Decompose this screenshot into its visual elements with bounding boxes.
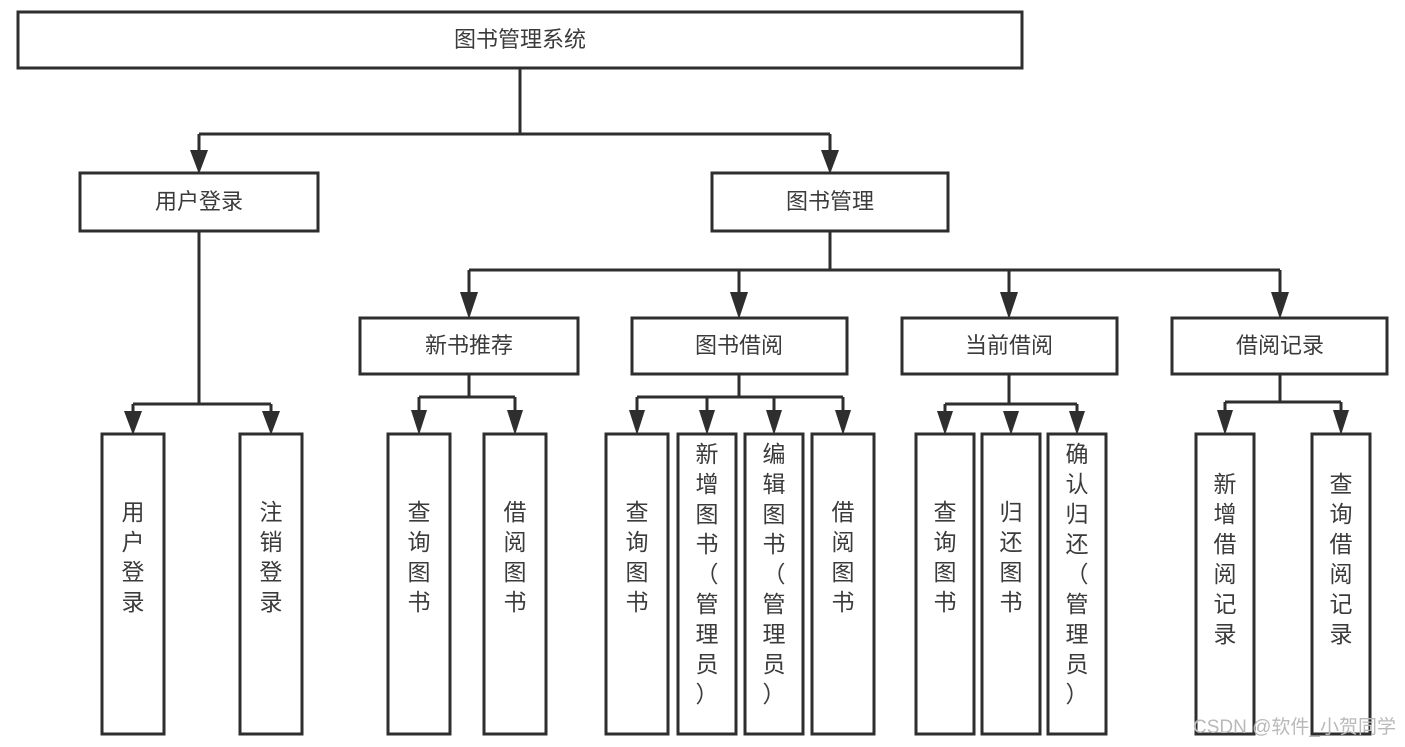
leaf-add-book-box[interactable]	[676, 432, 738, 736]
node-user-login-box[interactable]	[78, 171, 320, 233]
node-book-borrow[interactable]: 图书借阅	[630, 316, 849, 376]
node-new-book-recommend-box[interactable]	[358, 316, 580, 376]
node-book-manage-box[interactable]	[710, 171, 950, 233]
node-current-borrow-label: 当前借阅	[965, 333, 1053, 358]
node-borrow-record-box[interactable]	[1170, 316, 1389, 376]
leaf-query-book-1-label: 查询图书	[408, 499, 431, 615]
leaf-user-logout-label: 注销登录	[260, 499, 283, 615]
leaf-borrow-book-2[interactable]: 借阅图书	[810, 432, 876, 736]
leaf-edit-book-label: 编辑图书（管理员）	[763, 441, 786, 707]
leaf-query-book-2-label: 查询图书	[626, 499, 649, 615]
node-root-box[interactable]	[16, 10, 1024, 70]
node-current-borrow[interactable]: 当前借阅	[900, 316, 1119, 376]
leaf-edit-book-box[interactable]	[743, 432, 805, 736]
leaf-confirm-return-box[interactable]	[1046, 432, 1108, 736]
leaf-borrow-book-2-box[interactable]	[810, 432, 876, 736]
node-book-borrow-box[interactable]	[630, 316, 849, 376]
leaf-query-book-3[interactable]: 查询图书	[914, 432, 976, 736]
arrow-head-leaf-query-record	[1333, 410, 1349, 435]
arrow-head-leaf-query-book-2	[629, 410, 645, 435]
leaf-add-book-label: 新增图书（管理员）	[696, 441, 719, 707]
arrow-head-leaf-return-book	[1003, 411, 1019, 435]
watermark-label: CSDN @软件_小贺同学	[1193, 716, 1396, 738]
leaf-add-record-label: 新增借阅记录	[1214, 471, 1237, 647]
arrow-head-book-manage	[821, 150, 839, 174]
node-new-book-recommend-label: 新书推荐	[425, 333, 513, 358]
arrow-head-new-book-recommend	[460, 292, 478, 319]
node-root-label: 图书管理系统	[454, 27, 586, 52]
leaf-borrow-book-1-box[interactable]	[482, 432, 548, 736]
arrow-head-borrow-record	[1271, 292, 1289, 319]
leaf-user-login-label: 用户登录	[122, 499, 145, 615]
arrow-head-leaf-user-login	[124, 411, 142, 435]
leaf-borrow-book-2-label: 借阅图书	[832, 499, 855, 615]
leaf-borrow-book-1-label: 借阅图书	[504, 499, 527, 615]
leaf-query-book-3-box[interactable]	[914, 432, 976, 736]
leaf-query-book-1[interactable]: 查询图书	[386, 432, 452, 736]
node-user-login-label: 用户登录	[155, 189, 243, 214]
leaf-user-logout[interactable]: 注销登录	[238, 432, 304, 736]
node-current-borrow-box[interactable]	[900, 316, 1119, 376]
leaf-add-record[interactable]: 新增借阅记录	[1194, 432, 1256, 736]
leaf-user-login[interactable]: 用户登录	[100, 432, 166, 736]
leaf-query-record[interactable]: 查询借阅记录	[1310, 432, 1372, 736]
leaf-borrow-book-1[interactable]: 借阅图书	[482, 432, 548, 736]
leaf-query-book-3-label: 查询图书	[934, 499, 957, 615]
node-book-borrow-label: 图书借阅	[695, 333, 783, 358]
node-borrow-record-label: 借阅记录	[1236, 333, 1324, 358]
leaf-user-login-box[interactable]	[100, 432, 166, 736]
node-book-manage-label: 图书管理	[786, 189, 874, 214]
leaf-query-record-box[interactable]	[1310, 432, 1372, 736]
arrow-head-leaf-add-book	[699, 410, 715, 435]
leaf-edit-book[interactable]: 编辑图书（管理员）	[743, 432, 805, 736]
arrow-head-current-borrow	[1000, 292, 1018, 319]
node-root[interactable]: 图书管理系统	[16, 10, 1024, 70]
leaf-return-book-label: 归还图书	[1000, 499, 1023, 615]
node-user-login[interactable]: 用户登录	[78, 171, 320, 233]
node-book-manage[interactable]: 图书管理	[710, 171, 950, 233]
arrow-head-leaf-add-record	[1217, 410, 1233, 435]
node-layer: 图书管理系统 用户登录 图书管理 新书推荐 图书借阅	[16, 10, 1389, 736]
arrow-head-leaf-query-book-1	[411, 410, 427, 435]
leaf-add-record-box[interactable]	[1194, 432, 1256, 736]
connector-layer	[124, 68, 1349, 435]
node-new-book-recommend[interactable]: 新书推荐	[358, 316, 580, 376]
node-borrow-record[interactable]: 借阅记录	[1170, 316, 1389, 376]
arrow-head-user-login	[190, 150, 208, 174]
arrow-head-leaf-user-logout	[262, 411, 280, 435]
leaf-return-book-box[interactable]	[980, 432, 1042, 736]
leaf-confirm-return-label: 确认归还（管理员）	[1066, 441, 1089, 707]
leaf-query-book-1-box[interactable]	[386, 432, 452, 736]
arrow-head-book-borrow	[730, 292, 748, 319]
arrow-head-leaf-edit-book	[766, 410, 782, 435]
leaf-add-book[interactable]: 新增图书（管理员）	[676, 432, 738, 736]
leaf-user-logout-box[interactable]	[238, 432, 304, 736]
leaf-query-record-label: 查询借阅记录	[1330, 471, 1353, 647]
leaf-return-book[interactable]: 归还图书	[980, 432, 1042, 736]
arrow-head-leaf-borrow-book-1	[507, 410, 523, 435]
arrow-head-leaf-borrow-book-2	[835, 410, 851, 435]
leaf-query-book-2-box[interactable]	[604, 432, 670, 736]
arrow-head-leaf-query-book-3	[937, 411, 953, 435]
arrow-head-leaf-confirm-return	[1069, 411, 1085, 435]
leaf-confirm-return[interactable]: 确认归还（管理员）	[1046, 432, 1108, 736]
leaf-query-book-2[interactable]: 查询图书	[604, 432, 670, 736]
